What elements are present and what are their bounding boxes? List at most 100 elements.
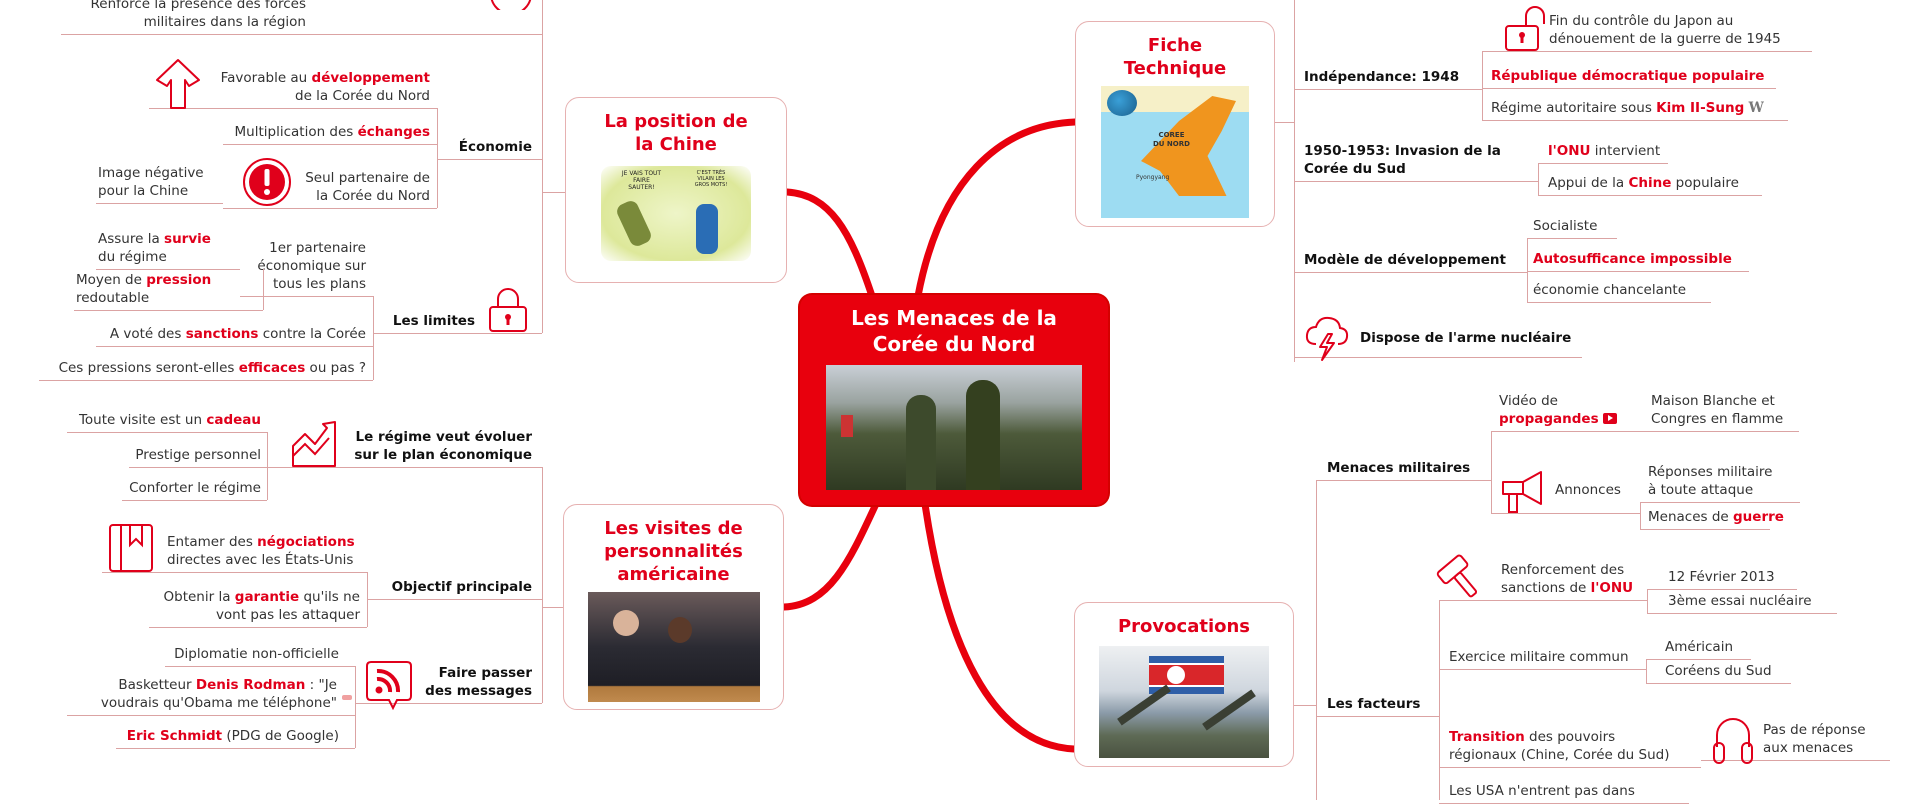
node-image-negative[interactable]: Image négative pour la Chine [96,164,223,204]
node-favorable[interactable]: Favorable au développement de la Corée d… [149,69,437,109]
node-fin-controle[interactable]: Fin du contrôle du Japon au dénouement d… [1482,12,1812,52]
highlight-text: Autosufficance impossible [1533,251,1732,267]
node-kim-il-sung[interactable]: Régime autoritaire sous Kim II-Sung W [1482,99,1788,121]
topic-visites-title: Les visites de personnalités américaine [604,518,743,585]
node-multiplication[interactable]: Multiplication des échanges [223,123,437,145]
node-independance[interactable]: Indépendance: 1948 [1294,68,1482,90]
branch-provocations [921,500,1078,753]
node-annonces[interactable]: Annonces [1491,481,1640,514]
node-transition[interactable]: Transition des pouvoirs régionaux (Chine… [1439,728,1701,768]
highlight-text: cadeau [206,412,261,428]
node-les-limites[interactable]: Les limites [373,312,542,334]
text-segment: Annonces [1555,482,1621,498]
wikipedia-icon[interactable]: W [1748,100,1764,116]
node-republique[interactable]: République démocratique populaire [1482,67,1776,89]
node-seul-partenaire[interactable]: Seul partenaire de la Corée du Nord [223,169,437,209]
node-garantie[interactable]: Obtenir la garantie qu'ils ne vont pas l… [149,588,367,628]
node-onu-intervient[interactable]: l'ONU intervient [1538,142,1668,164]
node-3eme-essai[interactable]: 3ème essai nucléaire [1647,592,1837,614]
connector [437,108,438,208]
node-sanctions[interactable]: A voté des sanctions contre la Corée [96,325,373,347]
node-economie[interactable]: Économie [437,138,542,160]
node-renforce[interactable]: Renforce la présence des forces militair… [61,0,542,35]
connector [542,467,543,703]
node-pression[interactable]: Moyen de pression redoutable [74,271,263,311]
node-cadeau[interactable]: Toute visite est un cadeau [67,411,267,433]
node-socialiste[interactable]: Socialiste [1527,217,1617,239]
central-topic[interactable]: Les Menaces de la Corée du Nord [800,295,1108,505]
korea-map: COREE DU NORD Pyongyang [1101,86,1249,218]
highlight-text: garantie [234,589,300,605]
node-maison-blanche[interactable]: Maison Blanche et Congres en flamme [1629,392,1799,432]
text-segment: Multiplication des [234,124,358,140]
text-segment: des pouvoirs régionaux (Chine, Corée du … [1449,729,1670,763]
text-segment: populaire [1671,175,1739,191]
node-americain[interactable]: Américain [1646,638,1751,660]
rss-bubble-icon [366,661,412,710]
topic-provocations-title: Provocations [1117,616,1251,637]
node-diplomatie[interactable]: Diplomatie non-officielle [165,645,355,667]
node-reponses-militaire[interactable]: Réponses militaire à toute attaque [1640,463,1800,503]
node-invasion[interactable]: 1950-1953: Invasion de la Corée du Sud [1294,142,1538,182]
branch-chine [783,188,876,300]
connector [1316,480,1317,800]
text-segment: Ces pressions seront-elles [58,360,239,376]
highlight-text: l'ONU [1548,143,1591,159]
node-schmidt[interactable]: Eric Schmidt (PDG de Google) [116,727,355,749]
node-survie[interactable]: Assure la survie du régime [96,230,240,270]
text-segment: Image négative pour la Chine [98,165,204,199]
node-faire-passer[interactable]: Faire passer des messages [355,664,542,704]
node-menaces-guerre[interactable]: Menaces de guerre [1640,508,1784,530]
node-autosuffisance[interactable]: Autosufficance impossible [1527,250,1749,272]
connector [1294,705,1316,706]
connector [1538,163,1539,195]
node-renforcement-sanctions[interactable]: Renforcement des sanctions de l'ONU [1439,561,1647,601]
connector [1646,659,1647,683]
node-conforter[interactable]: Conforter le régime [122,479,267,501]
topic-fiche-technique[interactable]: Fiche Technique COREE DU NORD Pyongyang [1075,21,1275,227]
node-kim-il-sung-text: Régime autoritaire sous Kim II-Sung [1491,100,1744,116]
node-efficaces[interactable]: Ces pressions seront-elles efficaces ou … [39,359,373,381]
node-pas-de-reponse[interactable]: Pas de réponse aux menaces [1701,721,1890,761]
video-play-icon[interactable] [1602,413,1617,424]
node-12-fevrier[interactable]: 12 Février 2013 [1647,568,1797,590]
node-exercice-militaire[interactable]: Exercice militaire commun [1439,648,1646,670]
text-segment: Basketteur [118,677,196,693]
node-menaces-militaires[interactable]: Menaces militaires [1316,459,1491,481]
node-appui-chine[interactable]: Appui de la Chine populaire [1538,174,1762,196]
audio-note-icon[interactable] [342,695,352,700]
topic-provocations[interactable]: Provocations [1074,602,1294,767]
highlight-text: guerre [1733,509,1784,525]
node-coreens-du-sud[interactable]: Coréens du Sud [1646,662,1791,684]
topic-chine[interactable]: La position de la Chine JE VAIS TOUT FAI… [565,97,787,283]
text-segment: Coréens du Sud [1665,663,1772,679]
node-prestige[interactable]: Prestige personnel [129,446,267,468]
node-rodman[interactable]: Basketteur Denis Rodman : "Je voudrais q… [67,676,355,716]
text-segment: : "Je voudrais qu'Obama me téléphone" [100,677,337,711]
node-usa[interactable]: Les USA n'entrent pas dans [1439,782,1689,804]
connector [1491,431,1492,514]
connector [1640,502,1641,529]
node-arme-nucleaire[interactable]: Dispose de l'arme nucléaire [1294,329,1582,358]
text-segment: Menaces de [1648,509,1734,525]
node-modele[interactable]: Modèle de développement [1294,251,1527,273]
text-segment: Entamer des [167,534,258,550]
node-video-propagandes[interactable]: Vidéo de propagandes [1491,392,1629,432]
text-segment: de la Corée du Nord [295,88,430,104]
node-regime-evoluer[interactable]: Le régime veut évoluer sur le plan écono… [267,428,542,468]
topic-visites[interactable]: Les visites de personnalités américaine [563,504,784,710]
node-les-facteurs[interactable]: Les facteurs [1316,695,1439,717]
node-objectif[interactable]: Objectif principale [367,578,542,600]
node-negociations[interactable]: Entamer des négociations directes avec l… [102,533,367,573]
parade-photo [1099,646,1269,758]
connector [542,607,563,608]
text-segment: Obtenir la [163,589,235,605]
text-segment: Favorable au [220,70,312,86]
connector [1527,238,1528,302]
connector [1439,600,1440,800]
node-economie-chancelante[interactable]: économie chancelante [1527,281,1711,303]
node-1er-partenaire[interactable]: 1er partenaire économique sur tous les p… [240,239,373,297]
text-segment: Pas de réponse aux menaces [1763,722,1866,756]
highlight-text: Transition [1449,729,1525,745]
